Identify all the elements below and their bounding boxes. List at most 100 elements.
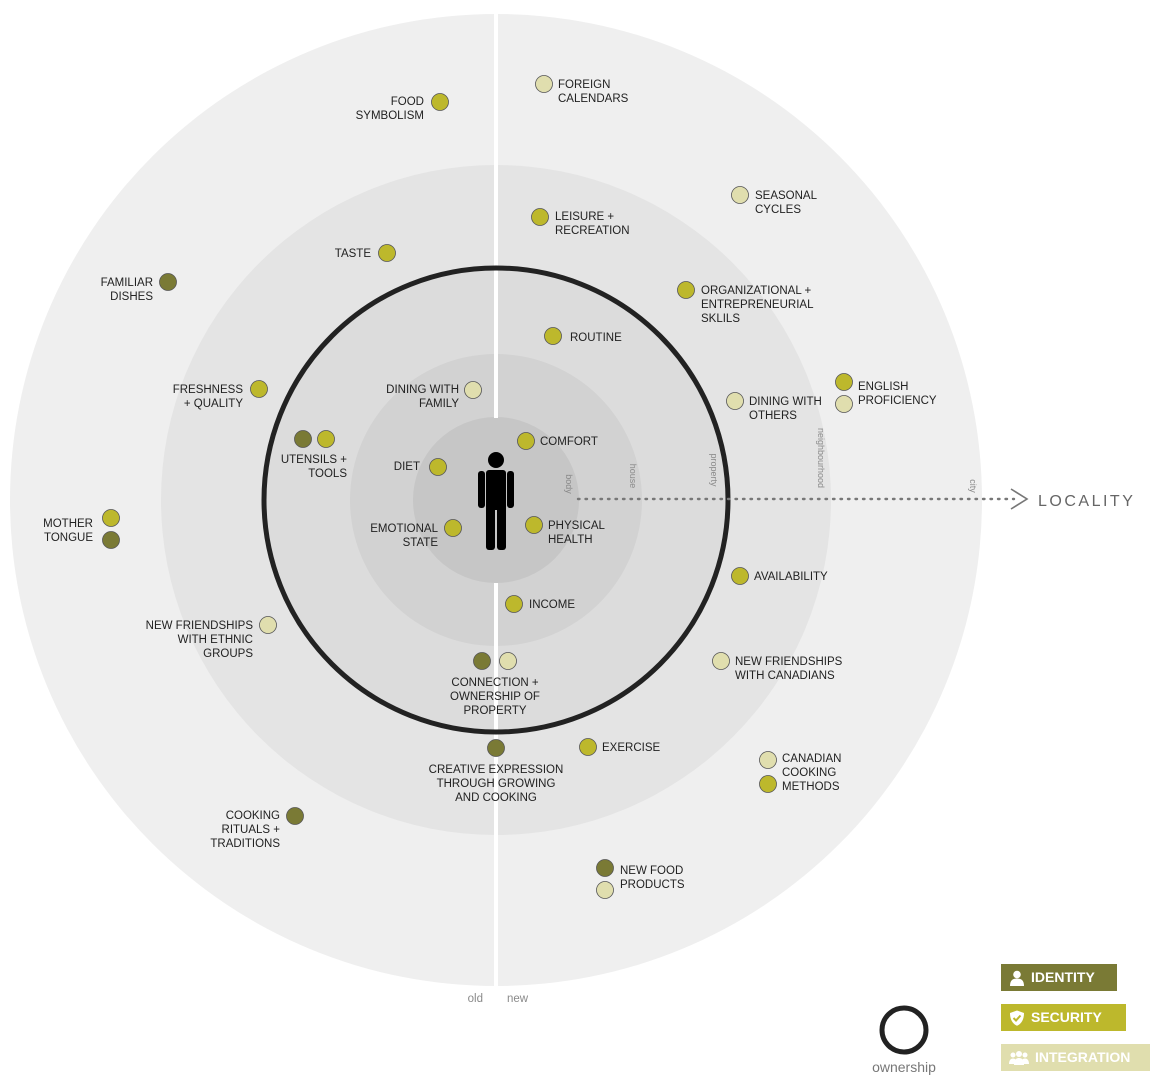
factor-node: ENGLISH PROFICIENCY (835, 373, 937, 413)
factor-label-line: STATE (403, 537, 439, 549)
factor-node: EXERCISE (579, 738, 660, 756)
integration-dot (464, 381, 482, 399)
new-label: new (507, 993, 529, 1005)
integration-dot (726, 392, 744, 410)
security-dot (517, 432, 535, 450)
factor-node: FOREIGN CALENDARS (535, 75, 629, 105)
security-dot (531, 208, 549, 226)
identity-dot (159, 273, 177, 291)
ownership-label: ownership (872, 1059, 936, 1075)
factor-label-line: FOOD (391, 96, 424, 108)
locality-label: LOCALITY (1038, 493, 1135, 510)
security-dot (102, 509, 120, 527)
factor-label-line: ORGANIZATIONAL + (701, 285, 812, 297)
person-icon (1010, 970, 1024, 986)
factor-node: NEW FOOD PRODUCTS (596, 859, 685, 899)
factor-node: LEISURE +RECREATION (531, 208, 630, 237)
factor-label: UTENSILS + TOOLS (281, 454, 347, 480)
factor-label-line: COOKING (226, 810, 280, 822)
factor-label: ROUTINE (570, 332, 622, 344)
security-dot (444, 519, 462, 537)
legend-identity: IDENTITY (1001, 964, 1117, 991)
ownership-legend-circle (879, 1005, 929, 1055)
factor-node: COOKING RITUALS + TRADITIONS (210, 807, 304, 850)
ring-label-city: city (968, 479, 978, 493)
factor-node: FOOD SYMBOLISM (356, 93, 449, 122)
security-dot (525, 516, 543, 534)
factor-label: COOKING RITUALS + TRADITIONS (210, 810, 280, 850)
person-icon (478, 452, 514, 550)
legend-security: SECURITY (1001, 1004, 1126, 1031)
security-dot (505, 595, 523, 613)
identity-dot (286, 807, 304, 825)
factor-label-line: ENGLISH (858, 381, 909, 393)
identity-dot (294, 430, 312, 448)
factor-label-line: FOREIGN (558, 79, 610, 91)
factor-label-line: WITH CANADIANS (735, 670, 835, 682)
integration-dot (731, 186, 749, 204)
factor-node: INCOME (505, 595, 575, 613)
factor-node: FRESHNESS+ QUALITY (173, 380, 268, 410)
factor-label-line: CALENDARS (558, 93, 629, 105)
factor-label: INCOME (529, 599, 575, 611)
integration-dot (712, 652, 730, 670)
factor-node: ROUTINE (544, 327, 622, 345)
integration-dot (596, 881, 614, 899)
legend-integration-label: INTEGRATION (1035, 1049, 1131, 1065)
factor-label-line: THROUGH GROWING (437, 778, 556, 790)
identity-dot (596, 859, 614, 877)
factor-label-line: OWNERSHIP OF (450, 691, 540, 703)
factor-label-line: SYMBOLISM (356, 110, 424, 122)
factor-label-line: ENTREPRENEURIAL (701, 299, 814, 311)
factor-label-line: PROPERTY (463, 705, 526, 717)
factor-label-line: PROFICIENCY (858, 395, 937, 407)
factor-label-line: DIET (394, 461, 420, 473)
security-dot (835, 373, 853, 391)
factor-label-line: MOTHER (43, 518, 93, 530)
factor-node: UTENSILS + TOOLS (281, 430, 347, 480)
identity-dot (102, 531, 120, 549)
old-label: old (468, 993, 483, 1005)
factor-label: TASTE (335, 248, 372, 260)
security-dot (250, 380, 268, 398)
factor-label-line: DINING WITH (749, 396, 822, 408)
factor-label-line: PRODUCTS (620, 879, 685, 891)
factor-label: FOREIGN CALENDARS (558, 79, 629, 105)
factor-label-line: UTENSILS + (281, 454, 347, 466)
integration-dot (499, 652, 517, 670)
factor-label-line: TRADITIONS (210, 838, 280, 850)
security-dot (579, 738, 597, 756)
factor-label-line: EXERCISE (602, 742, 660, 754)
factor-label: NEW FOOD PRODUCTS (620, 865, 685, 891)
legend-integration: INTEGRATION (1001, 1044, 1150, 1071)
factor-label-line: RITUALS + (222, 824, 281, 836)
factor-label: FOOD SYMBOLISM (356, 96, 424, 122)
ring-label-neighbourhood: neighbourhood (816, 428, 826, 488)
factor-label-line: AVAILABILITY (754, 571, 828, 583)
factor-label-line: TOOLS (308, 468, 347, 480)
factor-label-line: FAMILY (419, 398, 459, 410)
factor-label-line: HEALTH (548, 534, 593, 546)
factor-label-line: DISHES (110, 291, 153, 303)
factor-label: LEISURE +RECREATION (555, 211, 630, 237)
legend-identity-label: IDENTITY (1031, 969, 1095, 985)
factor-label-line: NEW FOOD (620, 865, 683, 877)
factor-label-line: CANADIAN (782, 753, 841, 765)
